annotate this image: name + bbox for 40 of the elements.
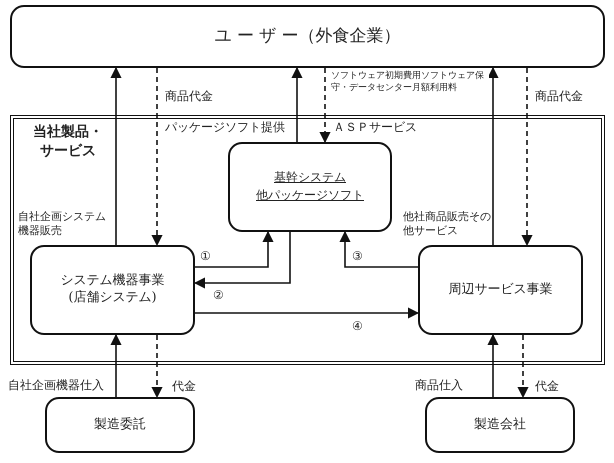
annotation-text: 他社商品販売その他サービス (403, 210, 491, 239)
arrow (151, 68, 163, 246)
node-text: 周辺サービス事業 (448, 282, 552, 298)
edge-label: 商品代金 (535, 88, 583, 104)
arrow (487, 66, 499, 245)
annotation-text: パッケージソフト提供 (165, 120, 285, 136)
arrow (110, 66, 122, 245)
edge-label: ソフトウェア初期費用ソフトウェア保守・データセンター月額利用料 (331, 70, 489, 94)
arrow (517, 335, 529, 398)
arrow (151, 335, 163, 398)
process-box (425, 397, 575, 453)
arrow (319, 68, 331, 144)
node-text: 製造会社 (474, 416, 526, 434)
edge-label: 代金 (535, 378, 559, 394)
group-frame (10, 115, 605, 365)
arrow (110, 334, 122, 397)
annotation-text: 自社企画機器仕入 (8, 378, 104, 394)
annotation-text: ＡＳＰサービス (333, 120, 417, 136)
process-box (30, 245, 195, 335)
node-text: システム機器事業 (店舗システム) (60, 273, 166, 307)
node-text: 製造委託 (94, 416, 146, 434)
edge-label: 代金 (172, 378, 196, 394)
arrow (291, 66, 303, 142)
node-text: 他パッケージソフト (256, 188, 364, 204)
annotation-text: 自社企画システム機器販売 (18, 210, 107, 239)
arrow (195, 230, 274, 268)
process-box (45, 397, 195, 453)
arrow (339, 230, 418, 268)
process-box (228, 142, 392, 232)
arrow (195, 307, 420, 319)
annotation-text: 商品仕入 (415, 378, 463, 394)
arrow (487, 334, 499, 397)
node-text: ユ ー ザ ー（外食企業） (214, 25, 401, 48)
process-box (10, 5, 605, 68)
node-text: 基幹システム (274, 170, 346, 186)
group-title: 当社製品・サービス (32, 123, 104, 161)
arrow (194, 232, 291, 289)
process-box (418, 245, 583, 335)
edge-label: 商品代金 (165, 88, 213, 104)
arrow (521, 68, 533, 246)
